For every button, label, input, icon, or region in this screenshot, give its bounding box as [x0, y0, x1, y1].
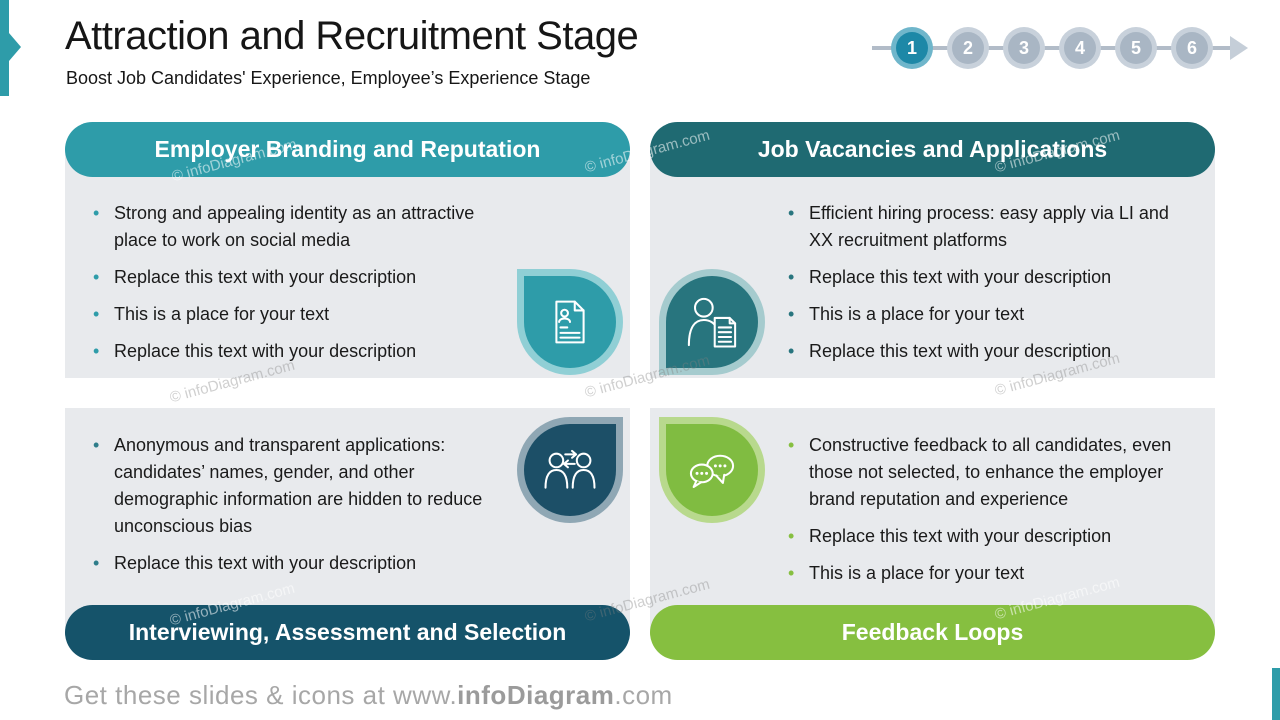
card-body: Efficient hiring process: easy apply via…: [650, 150, 1215, 378]
bullet-item: Replace this text with your description: [786, 523, 1189, 550]
bullet-item: Efficient hiring process: easy apply via…: [786, 200, 1189, 254]
cv-document-icon: [517, 269, 623, 375]
promo-footer-suffix: .com: [614, 680, 673, 710]
page-title: Attraction and Recruitment Stage: [65, 14, 639, 58]
card-title-interviewing: Interviewing, Assessment and Selection: [65, 605, 630, 660]
bullet-list: Constructive feedback to all candidates,…: [650, 408, 1215, 587]
step-number: 2: [952, 32, 984, 64]
person-with-document-icon: [659, 269, 765, 375]
promo-footer-prefix: Get these slides & icons at www.: [64, 680, 458, 710]
bullet-item: Anonymous and transparent applications: …: [91, 432, 502, 540]
card-title-feedback-loops: Feedback Loops: [650, 605, 1215, 660]
icon-disc: [524, 276, 616, 368]
step-number: 6: [1176, 32, 1208, 64]
promo-footer-brand: infoDiagram: [457, 680, 615, 710]
bullet-item: This is a place for your text: [786, 560, 1189, 587]
step-number: 4: [1064, 32, 1096, 64]
stepper-arrow-icon: [1230, 36, 1248, 60]
card-title-employer-branding: Employer Branding and Reputation: [65, 122, 630, 177]
icon-disc: [666, 424, 758, 516]
stepper-step-4: 4: [1059, 27, 1101, 69]
bullet-item: Replace this text with your description: [91, 550, 502, 577]
bullet-list: Efficient hiring process: easy apply via…: [650, 150, 1215, 365]
bullet-list: Strong and appealing identity as an attr…: [65, 150, 630, 365]
bullet-item: This is a place for your text: [786, 301, 1189, 328]
card-job-vacancies: Efficient hiring process: easy apply via…: [650, 122, 1215, 378]
icon-disc: [524, 424, 616, 516]
bullet-item: Replace this text with your description: [786, 338, 1189, 365]
left-accent-ribbon: [0, 0, 21, 96]
stage-stepper: 1 2 3 4 5 6: [872, 25, 1267, 71]
icon-disc: [666, 276, 758, 368]
page-subtitle: Boost Job Candidates' Experience, Employ…: [66, 68, 591, 88]
stepper-step-6: 6: [1171, 27, 1213, 69]
stepper-step-2: 2: [947, 27, 989, 69]
stepper-step-5: 5: [1115, 27, 1157, 69]
bullet-item: This is a place for your text: [91, 301, 502, 328]
step-number: 5: [1120, 32, 1152, 64]
step-number: 3: [1008, 32, 1040, 64]
bullet-item: Replace this text with your description: [786, 264, 1189, 291]
stepper-line: [872, 46, 1234, 50]
card-body: Constructive feedback to all candidates,…: [650, 408, 1215, 632]
bullet-list: Anonymous and transparent applications: …: [65, 408, 630, 577]
card-title-job-vacancies: Job Vacancies and Applications: [650, 122, 1215, 177]
bottom-right-accent: [1272, 668, 1280, 720]
feedback-speech-bubbles-icon: [659, 417, 765, 523]
stepper-step-1: 1: [891, 27, 933, 69]
card-feedback-loops: Constructive feedback to all candidates,…: [650, 408, 1215, 660]
bullet-item: Replace this text with your description: [91, 264, 502, 291]
bullet-item: Strong and appealing identity as an attr…: [91, 200, 502, 254]
bullet-item: Constructive feedback to all candidates,…: [786, 432, 1189, 513]
promo-footer: Get these slides & icons at www.infoDiag…: [64, 680, 673, 711]
step-number: 1: [896, 32, 928, 64]
candidates-exchange-icon: [517, 417, 623, 523]
bullet-item: Replace this text with your description: [91, 338, 502, 365]
stepper-step-3: 3: [1003, 27, 1045, 69]
left-accent-arrow-icon: [9, 33, 21, 61]
